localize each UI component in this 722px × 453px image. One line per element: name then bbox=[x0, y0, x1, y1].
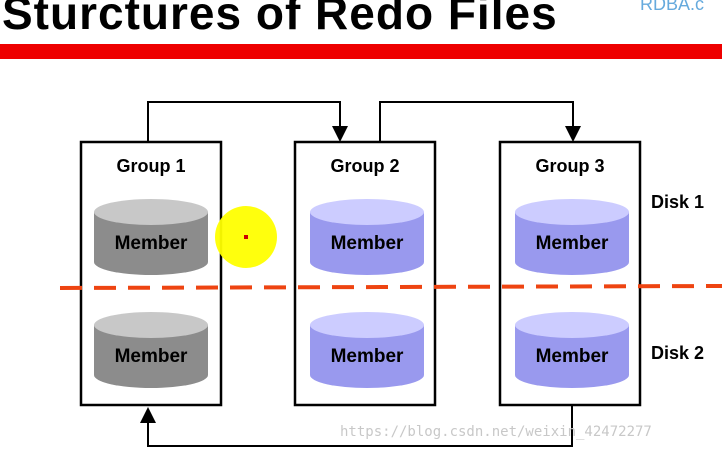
group-label: Group 1 bbox=[116, 156, 185, 176]
flow-arrows bbox=[140, 101, 581, 447]
member-cylinder: Member bbox=[515, 312, 629, 388]
member-cylinder: Member bbox=[94, 312, 208, 388]
disk-divider bbox=[59, 284, 722, 290]
title-underline-bar bbox=[0, 44, 722, 59]
member-label: Member bbox=[536, 233, 609, 254]
arrow-group2-to-group3 bbox=[379, 101, 581, 142]
member-cylinder: Member bbox=[515, 199, 629, 275]
member-label: Member bbox=[331, 346, 404, 367]
watermark: https://blog.csdn.net/weixin_42472277 bbox=[340, 424, 652, 440]
group-label: Group 3 bbox=[535, 156, 604, 176]
logo-fragment: RDBA.c bbox=[640, 0, 705, 14]
arrow-group3-to-group1 bbox=[140, 405, 573, 447]
member-label: Member bbox=[536, 346, 609, 367]
group-label: Group 2 bbox=[330, 156, 399, 176]
member-cylinder: Member bbox=[310, 312, 424, 388]
arrow-group1-to-group2 bbox=[147, 101, 348, 142]
member-cylinder: Member bbox=[310, 199, 424, 275]
disk-label-1: Disk 1 bbox=[651, 192, 705, 212]
member-label: Member bbox=[331, 233, 404, 254]
member-label: Member bbox=[115, 233, 188, 254]
member-cylinder: Member bbox=[94, 199, 208, 275]
pointer-highlight bbox=[215, 206, 277, 268]
slide-title: Sturctures of Redo Files bbox=[2, 0, 558, 39]
member-label: Member bbox=[115, 346, 188, 367]
disk-label-2: Disk 2 bbox=[651, 343, 705, 363]
